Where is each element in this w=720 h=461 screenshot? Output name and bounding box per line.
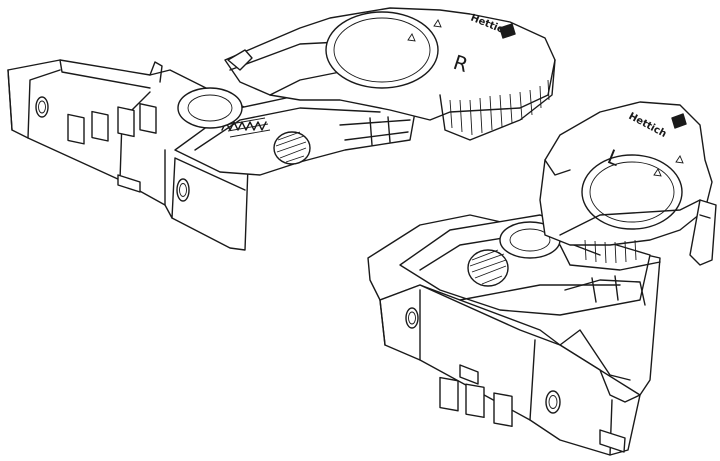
left-coupling-device: Hettich L xyxy=(367,101,717,456)
right-coupling-device: Hettich R xyxy=(7,7,556,251)
